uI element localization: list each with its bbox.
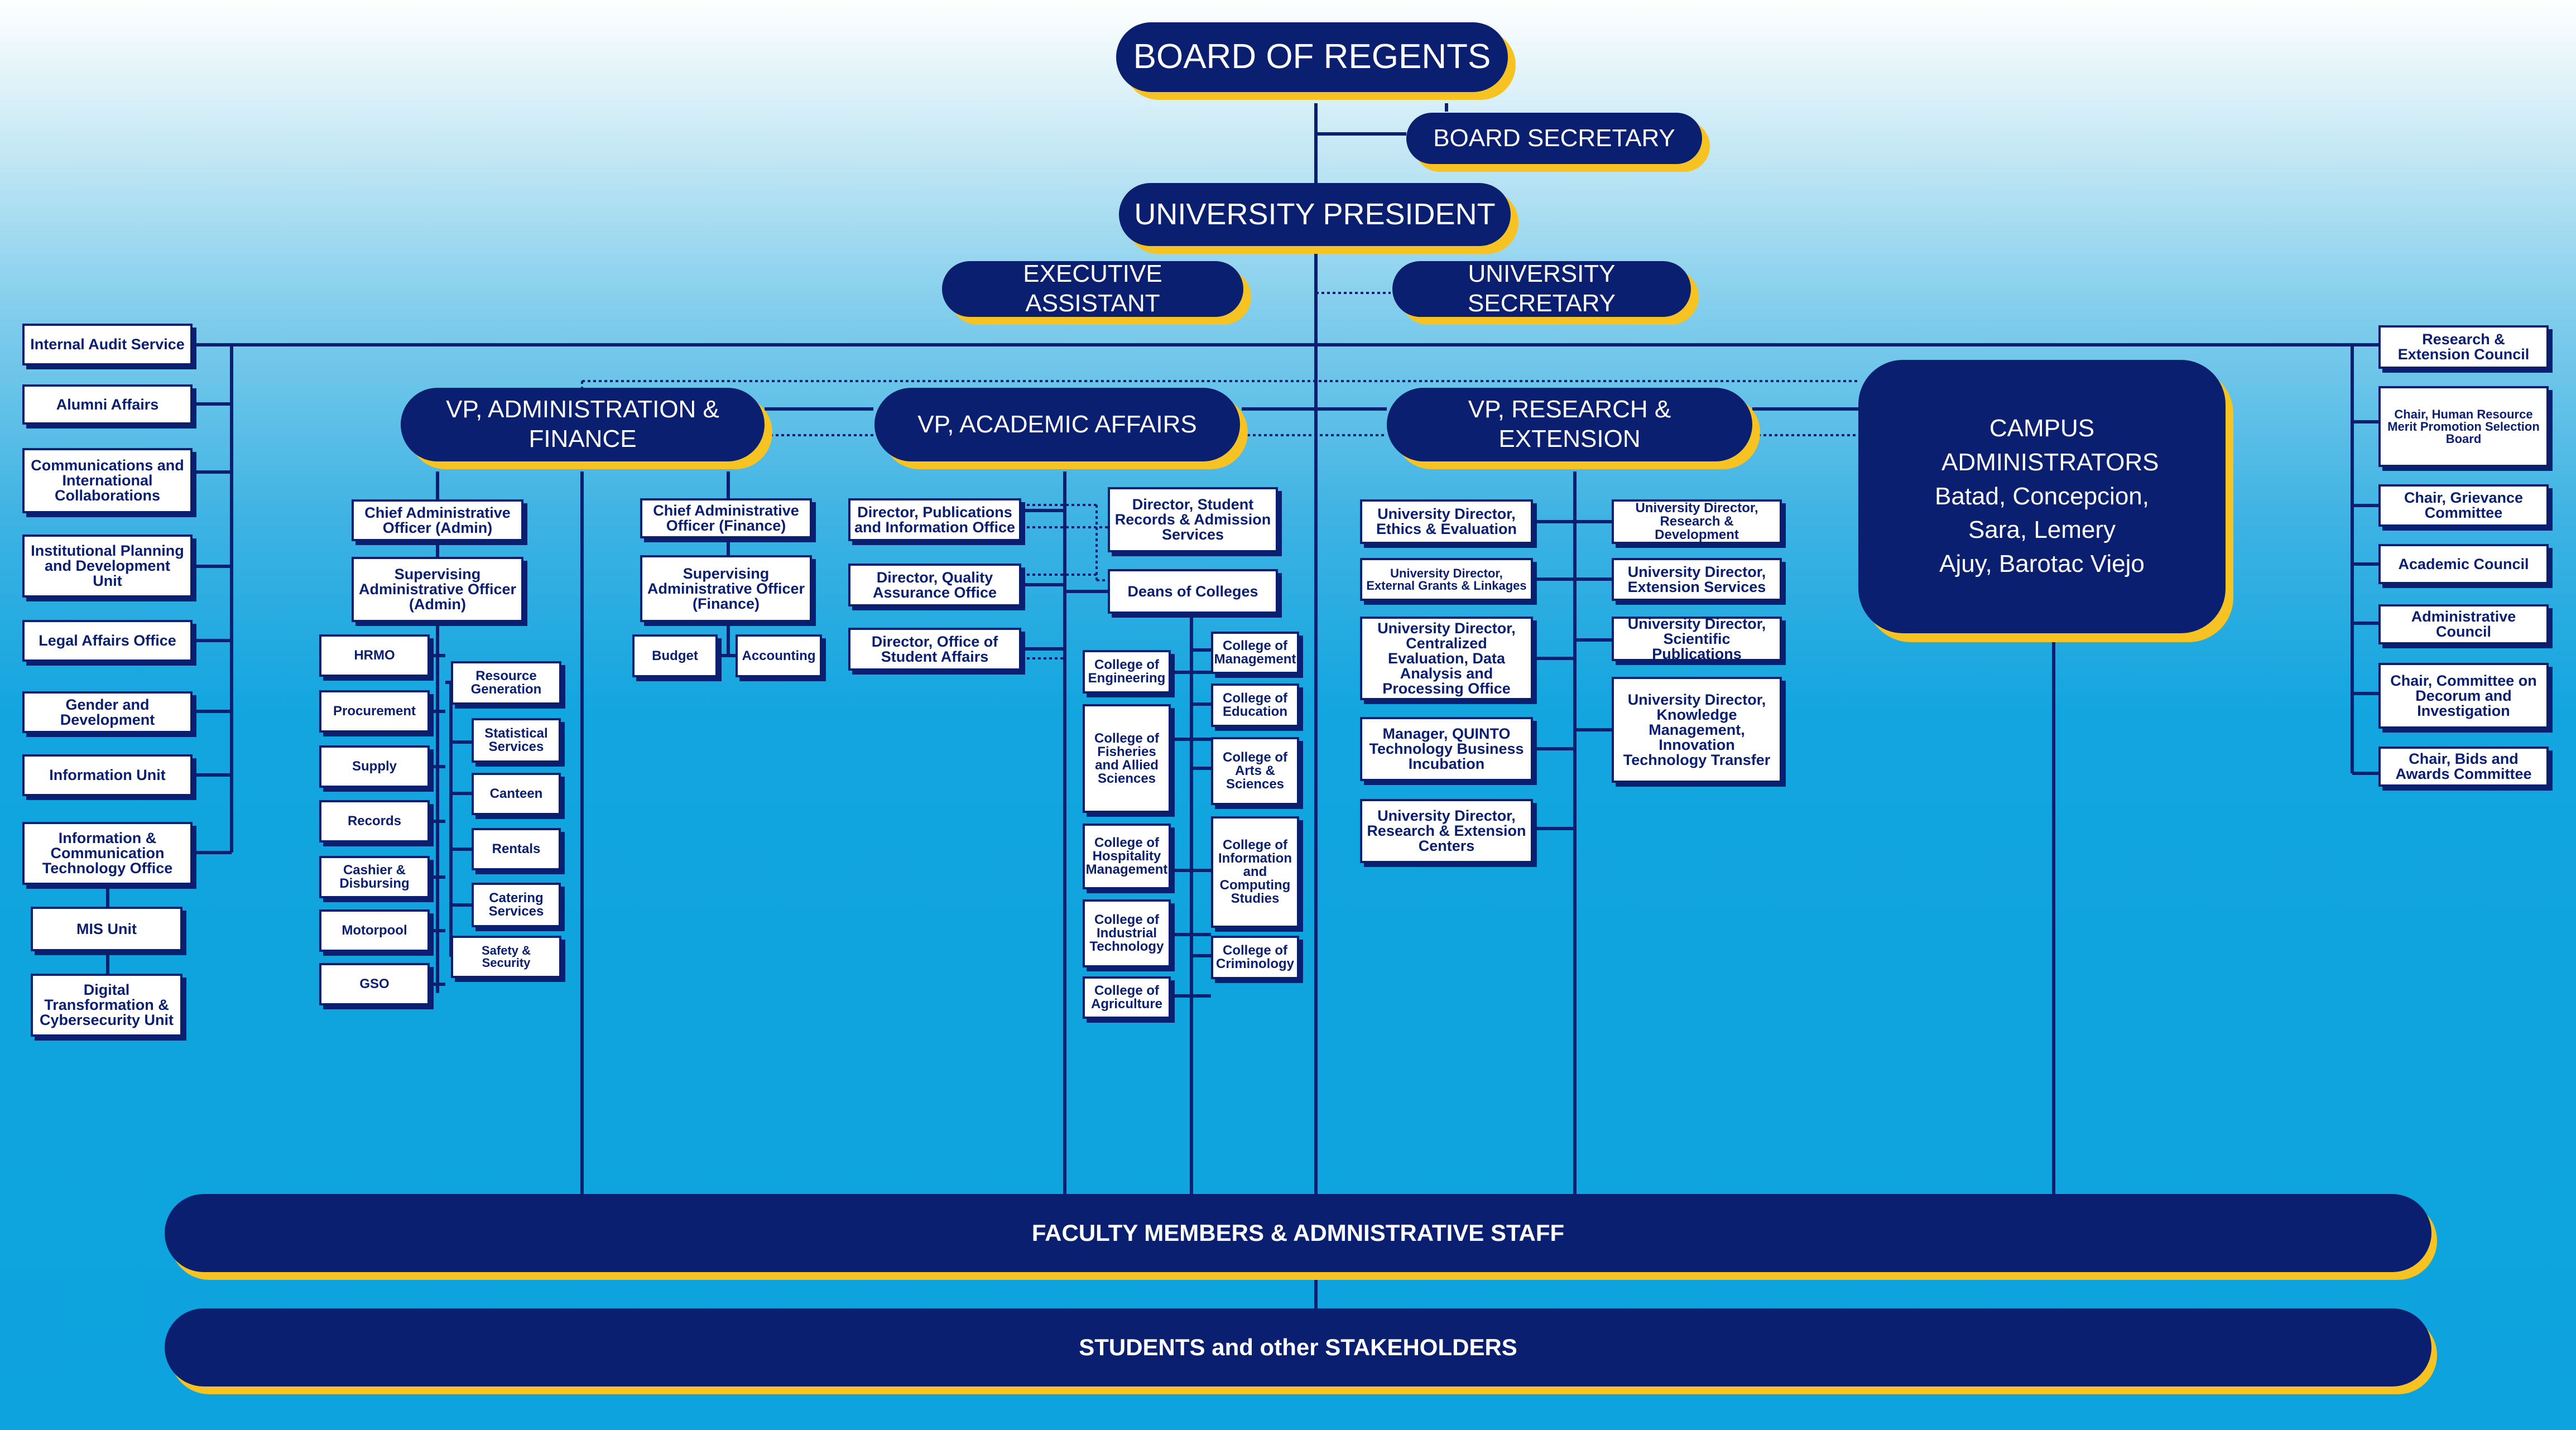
sao-admin: Supervising Administrative Officer (Admi… xyxy=(352,557,523,622)
director-quality-assurance: Director, Quality Assurance Office xyxy=(848,564,1021,606)
administrative-council: Administrative Council xyxy=(2378,604,2549,644)
institutional-planning-development-unit: Institutional Planning and Development U… xyxy=(22,535,193,598)
director-extension-services: University Director, Extension Services xyxy=(1612,558,1782,601)
gender-and-development: Gender and Development xyxy=(22,691,193,733)
research-extension-council: Research & Extension Council xyxy=(2378,325,2549,369)
records: Records xyxy=(319,800,430,842)
catering-services: Catering Services xyxy=(472,883,561,927)
rentals: Rentals xyxy=(472,828,561,870)
supply: Supply xyxy=(319,745,430,788)
students-stakeholders-bar: STUDENTS and other STAKEHOLDERS xyxy=(165,1308,2431,1386)
chair-grievance-committee: Chair, Grievance Committee xyxy=(2378,484,2549,527)
sao-finance: Supervising Administrative Officer (Fina… xyxy=(640,555,812,622)
director-student-affairs: Director, Office of Student Affairs xyxy=(848,628,1021,671)
chair-hr-merit-promotion-board: Chair, Human Resource Merit Promotion Se… xyxy=(2378,386,2549,467)
chair-committee-decorum-investigation: Chair, Committee on Decorum and Investig… xyxy=(2378,663,2549,729)
director-ethics-evaluation: University Director, Ethics & Evaluation xyxy=(1360,499,1533,544)
campus-title: CAMPUS ADMINISTRATORS xyxy=(1941,415,2159,476)
vp-research-extension: VP, RESEARCH & EXTENSION xyxy=(1387,388,1752,461)
director-research-extension-centers: University Director, Research & Extensio… xyxy=(1360,799,1533,863)
campus-administrators: CAMPUS ADMINISTRATORS Batad, Concepcion,… xyxy=(1858,360,2226,633)
university-president: UNIVERSITY PRESIDENT xyxy=(1119,183,1511,246)
college-criminology: College of Criminology xyxy=(1211,936,1299,979)
resource-generation: Resource Generation xyxy=(451,661,561,705)
manager-quinto-tbi: Manager, QUINTO Technology Business Incu… xyxy=(1360,717,1533,781)
faculty-staff-bar: FACULTY MEMBERS & ADMNISTRATIVE STAFF xyxy=(165,1194,2431,1272)
college-agriculture: College of Agriculture xyxy=(1083,976,1171,1019)
director-student-records-admission: Director, Student Records & Admission Se… xyxy=(1108,487,1278,552)
accounting: Accounting xyxy=(736,634,822,677)
college-management: College of Management xyxy=(1211,632,1299,674)
legal-affairs-office: Legal Affairs Office xyxy=(22,620,193,662)
director-knowledge-management: University Director, Knowledge Managemen… xyxy=(1612,677,1782,783)
internal-audit-service: Internal Audit Service xyxy=(22,324,193,365)
cao-finance: Chief Administrative Officer (Finance) xyxy=(640,498,812,538)
director-publications-information: Director, Publications and Information O… xyxy=(848,498,1021,541)
vp-academic-affairs: VP, ACADEMIC AFFAIRS xyxy=(874,388,1240,461)
campus-line-2: Sara, Lemery xyxy=(1968,516,2116,544)
cashier-disbursing: Cashier & Disbursing xyxy=(319,856,430,898)
executive-assistant: EXECUTIVE ASSISTANT xyxy=(942,260,1243,317)
vp-administration-finance: VP, ADMINISTRATION & FINANCE xyxy=(401,388,765,461)
motorpool: Motorpool xyxy=(319,909,430,952)
digital-transformation-cybersecurity-unit: Digital Transformation & Cybersecurity U… xyxy=(31,974,182,1037)
director-research-development: University Director, Research & Developm… xyxy=(1612,499,1782,544)
statistical-services: Statistical Services xyxy=(472,718,561,763)
college-hospitality-management: College of Hospitality Management xyxy=(1083,824,1171,889)
cao-admin: Chief Administrative Officer (Admin) xyxy=(352,499,523,541)
university-secretary: UNIVERSITY SECRETARY xyxy=(1392,260,1691,317)
college-engineering: College of Engineering xyxy=(1083,650,1171,694)
canteen: Canteen xyxy=(472,773,561,815)
college-fisheries-allied-sciences: College of Fisheries and Allied Sciences xyxy=(1083,704,1171,813)
director-external-grants-linkages: University Director, External Grants & L… xyxy=(1360,558,1533,601)
director-scientific-publications: University Director, Scientific Publicat… xyxy=(1612,616,1782,661)
academic-council: Academic Council xyxy=(2378,544,2549,584)
college-industrial-technology: College of Industrial Technology xyxy=(1083,899,1171,967)
safety-security: Safety & Security xyxy=(451,936,561,978)
board-secretary: BOARD SECRETARY xyxy=(1406,113,1702,164)
college-information-computing-studies: College of Information and Computing Stu… xyxy=(1211,816,1299,928)
deans-of-colleges: Deans of Colleges xyxy=(1108,569,1278,614)
college-arts-sciences: College of Arts & Sciences xyxy=(1211,737,1299,805)
communications-international-collaborations: Communications and International Collabo… xyxy=(22,448,193,513)
alumni-affairs: Alumni Affairs xyxy=(22,384,193,425)
ict-office: Information & Communication Technology O… xyxy=(22,822,193,885)
college-education: College of Education xyxy=(1211,683,1299,727)
procurement: Procurement xyxy=(319,690,430,733)
information-unit: Information Unit xyxy=(22,754,193,796)
gso: GSO xyxy=(319,963,430,1005)
hrmo: HRMO xyxy=(319,634,430,677)
board-of-regents: BOARD OF REGENTS xyxy=(1116,22,1508,92)
budget: Budget xyxy=(632,634,718,677)
campus-line-3: Ajuy, Barotac Viejo xyxy=(1939,550,2145,578)
campus-line-1: Batad, Concepcion, xyxy=(1934,482,2150,510)
director-centralized-evaluation: University Director, Centralized Evaluat… xyxy=(1360,617,1533,700)
chair-bids-awards-committee: Chair, Bids and Awards Committee xyxy=(2378,747,2549,787)
mis-unit: MIS Unit xyxy=(31,907,182,951)
